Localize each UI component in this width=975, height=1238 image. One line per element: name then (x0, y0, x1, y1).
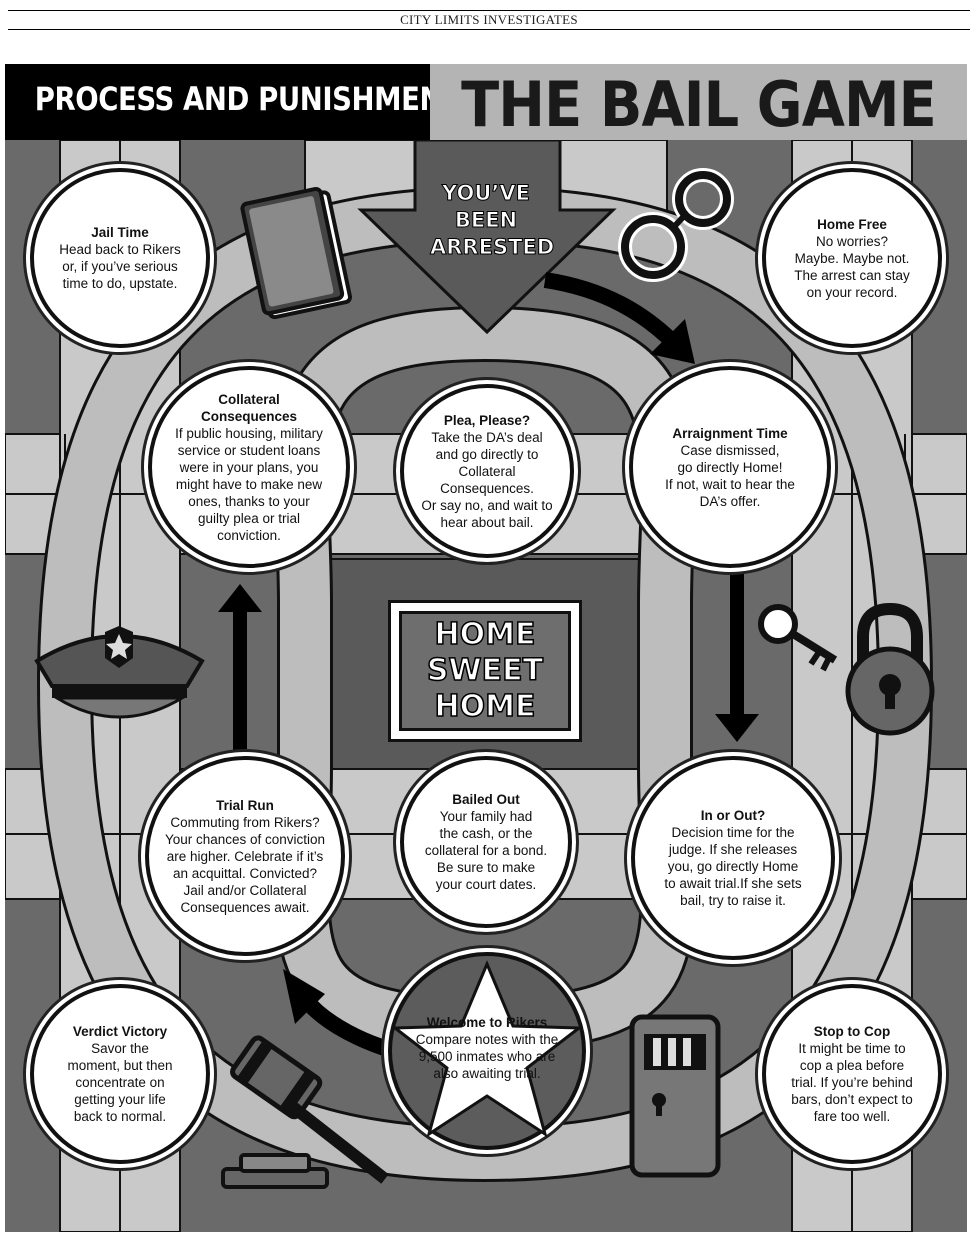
space-title: Arraignment Time (672, 425, 788, 441)
space-bailed-out: Bailed Out Your family had the cash, or … (400, 756, 572, 928)
space-body: Commuting from Rikers? Your chances of c… (164, 814, 326, 915)
cell-door-icon (629, 1014, 721, 1178)
space-body: Head back to Rikers or, if you’ve seriou… (59, 242, 181, 291)
space-body: Take the DA’s deal and go directly to Co… (421, 429, 553, 530)
space-stop-to-cop: Stop to Cop It might be time to cop a pl… (762, 984, 942, 1164)
gavel-icon (221, 1035, 389, 1189)
space-trial-run: Trial Run Commuting from Rikers? Your ch… (145, 756, 345, 956)
space-body: If public housing, military service or s… (175, 425, 323, 543)
start-arrow-label: YOU’VE BEEN ARRESTED (430, 181, 555, 260)
key-icon (758, 604, 838, 672)
space-home-free: Home Free No worries? Maybe. Maybe not. … (762, 168, 942, 348)
rikers-body: Compare notes with the 9,500 inmates who… (415, 1032, 559, 1081)
padlock-icon (845, 602, 935, 736)
home-sweet-home-label: HOME SWEET HOME (426, 616, 544, 725)
space-verdict-victory: Verdict Victory Savor the moment, but th… (30, 984, 210, 1164)
space-title: Bailed Out (452, 792, 520, 807)
space-title: Plea, Please? (443, 412, 531, 428)
game-board: PROCESS AND PUNISHMENT THE BAIL GAME YOU… (5, 64, 967, 1232)
space-title: Home Free (817, 216, 887, 232)
space-body: Case dismissed, go directly Home! If not… (665, 442, 795, 509)
space-arraignment-time: Arraignment Time Case dismissed, go dire… (629, 366, 831, 568)
masthead-text: CITY LIMITS INVESTIGATES (400, 12, 578, 27)
space-body: Savor the moment, but then concentrate o… (67, 1041, 173, 1124)
book-icon (240, 186, 353, 320)
rikers-text: Welcome to Rikers Compare notes with the… (397, 1014, 577, 1082)
space-collateral-consequences: Collateral Consequences If public housin… (148, 366, 350, 568)
title-header: THE BAIL GAME (430, 64, 967, 141)
rikers-title: Welcome to Rikers (426, 1015, 548, 1030)
space-title: Jail Time (91, 225, 149, 240)
handcuffs-icon (618, 168, 734, 282)
section-title: PROCESS AND PUNISHMENT (34, 80, 461, 118)
section-header: PROCESS AND PUNISHMENT (5, 64, 461, 140)
space-body: No worries? Maybe. Maybe not. The arrest… (794, 233, 910, 300)
space-title: Collateral Consequences (200, 391, 298, 424)
home-sweet-home-box: HOME SWEET HOME (388, 600, 582, 742)
space-body: Your family had the cash, or the collate… (424, 809, 548, 892)
space-plea-please: Plea, Please? Take the DA’s deal and go … (400, 384, 574, 558)
space-in-or-out: In or Out? Decision time for the judge. … (631, 756, 835, 960)
masthead-bar: CITY LIMITS INVESTIGATES (8, 10, 970, 30)
star-icon (391, 960, 583, 1138)
space-title: In or Out? (700, 808, 766, 823)
space-body: It might be time to cop a plea before tr… (791, 1041, 913, 1124)
page-title: THE BAIL GAME (461, 68, 937, 141)
space-title: Verdict Victory (72, 1024, 168, 1039)
space-title: Stop to Cop (813, 1024, 891, 1039)
home-sweet-home-panel: HOME SWEET HOME (399, 611, 571, 731)
space-body: Decision time for the judge. If she rele… (664, 825, 802, 908)
police-cap-icon (34, 626, 205, 719)
space-jail-time: Jail Time Head back to Rikers or, if you… (30, 168, 210, 348)
space-title: Trial Run (216, 797, 274, 813)
